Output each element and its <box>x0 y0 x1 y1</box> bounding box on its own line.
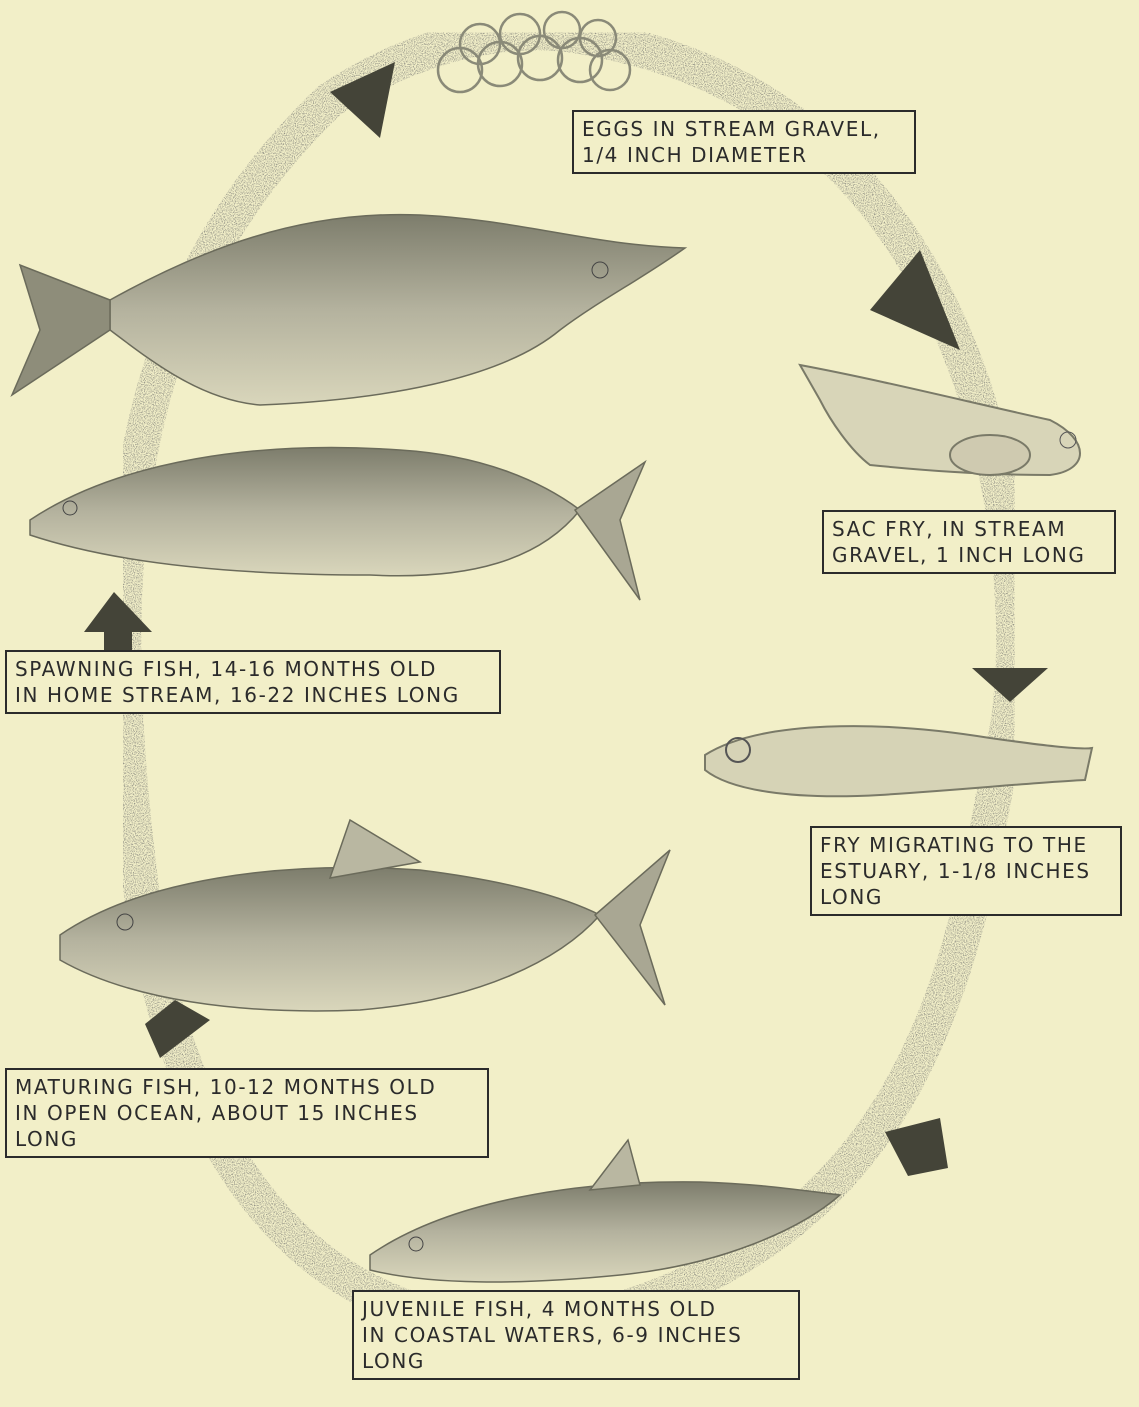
juvenile-fish-illustration <box>370 1140 840 1282</box>
maturing-label-line-2: IN OPEN OCEAN, ABOUT 15 INCHES <box>15 1100 479 1126</box>
sac-fry-illustration <box>800 365 1080 475</box>
maturing-label-line-3: LONG <box>15 1126 479 1152</box>
fry-label-line-3: LONG <box>820 884 1112 910</box>
juvenile-label-line-2: IN COASTAL WATERS, 6-9 INCHES <box>362 1322 790 1348</box>
fry-illustration <box>705 726 1092 796</box>
sac-fry-label-line-1: SAC FRY, IN STREAM <box>832 516 1106 542</box>
spawning-label-line-1: SPAWNING FISH, 14-16 MONTHS OLD <box>15 656 491 682</box>
spawning-label: SPAWNING FISH, 14-16 MONTHS OLD IN HOME … <box>5 650 501 714</box>
fry-label-line-2: ESTUARY, 1-1/8 INCHES <box>820 858 1112 884</box>
juvenile-label-line-3: LONG <box>362 1348 790 1374</box>
juvenile-label-line-1: JUVENILE FISH, 4 MONTHS OLD <box>362 1296 790 1322</box>
sac-fry-label: SAC FRY, IN STREAM GRAVEL, 1 INCH LONG <box>822 510 1116 574</box>
spawning-label-line-2: IN HOME STREAM, 16-22 INCHES LONG <box>15 682 491 708</box>
fry-label: FRY MIGRATING TO THE ESTUARY, 1-1/8 INCH… <box>810 826 1122 916</box>
adult-male-spawner-illustration <box>12 215 685 405</box>
fry-label-line-1: FRY MIGRATING TO THE <box>820 832 1112 858</box>
juvenile-label: JUVENILE FISH, 4 MONTHS OLD IN COASTAL W… <box>352 1290 800 1380</box>
eggs-label-line-1: EGGS IN STREAM GRAVEL, <box>582 116 906 142</box>
eggs-label: EGGS IN STREAM GRAVEL, 1/4 INCH DIAMETER <box>572 110 916 174</box>
sac-fry-label-line-2: GRAVEL, 1 INCH LONG <box>832 542 1106 568</box>
maturing-label-line-1: MATURING FISH, 10-12 MONTHS OLD <box>15 1074 479 1100</box>
maturing-label: MATURING FISH, 10-12 MONTHS OLD IN OPEN … <box>5 1068 489 1158</box>
arrow-to-fry <box>972 668 1048 702</box>
eggs-label-line-2: 1/4 INCH DIAMETER <box>582 142 906 168</box>
